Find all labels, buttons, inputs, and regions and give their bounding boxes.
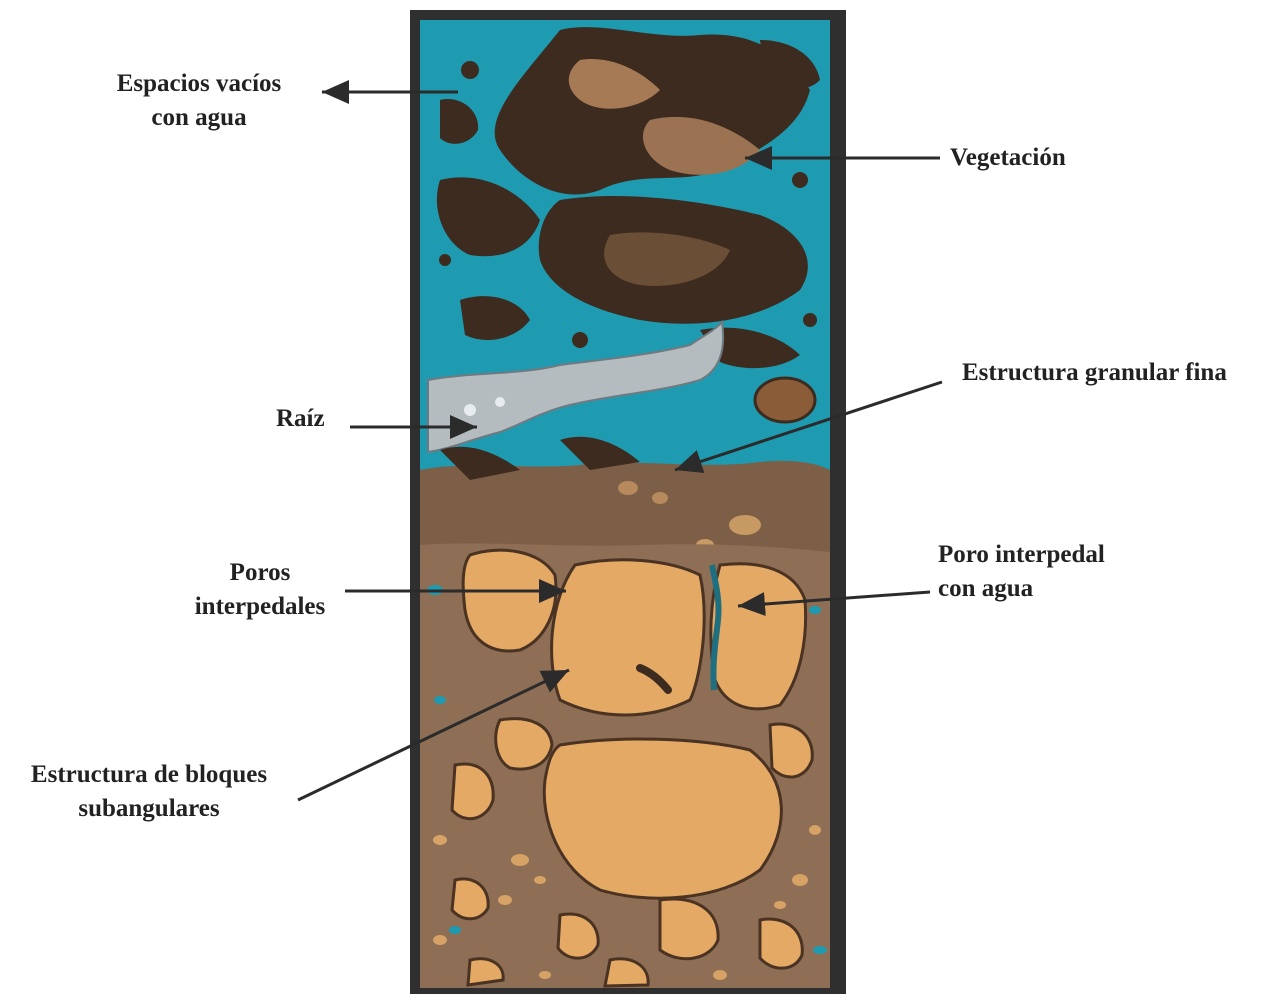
label-poros-interpedales: Poros interpedales (175, 556, 345, 624)
label-vegetacion-line1: Vegetación (950, 141, 1066, 175)
label-espacios-line2: con agua (94, 101, 304, 135)
label-granular-line1: Estructura granular fina (962, 356, 1227, 390)
label-vegetacion: Vegetación (950, 141, 1066, 175)
label-poro-line1: Poro interpedal (938, 538, 1105, 572)
label-espacios-line1: Espacios vacíos (94, 67, 304, 101)
label-bloques-line1: Estructura de bloques (8, 758, 290, 792)
label-estructura-bloques: Estructura de bloques subangulares (8, 758, 290, 826)
label-espacios-vacios: Espacios vacíos con agua (94, 67, 304, 135)
label-poros-line2: interpedales (175, 590, 345, 624)
label-poro-line2: con agua (938, 572, 1105, 606)
organic-pebble (755, 378, 815, 422)
label-bloques-line2: subangulares (8, 792, 290, 826)
label-raiz: Raíz (276, 402, 325, 436)
label-raiz-line1: Raíz (276, 402, 325, 436)
label-poro-interpedal: Poro interpedal con agua (938, 538, 1105, 606)
label-estructura-granular: Estructura granular fina (962, 356, 1227, 390)
label-poros-line1: Poros (175, 556, 345, 590)
soil-column (420, 20, 830, 988)
